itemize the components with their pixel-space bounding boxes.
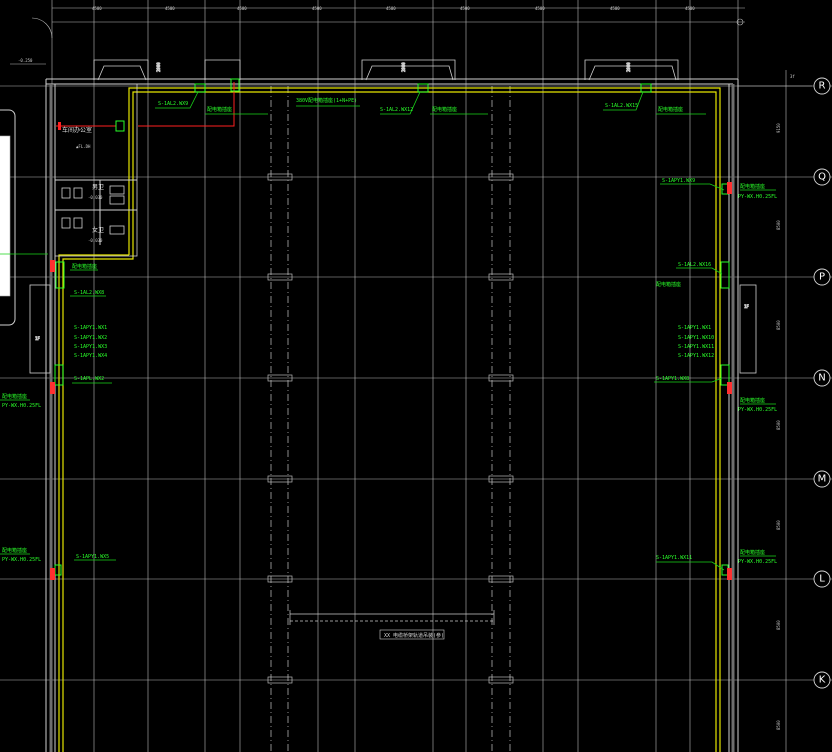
svg-text:2000: 2000 bbox=[626, 62, 631, 72]
label-left-1: 配电箱插座 bbox=[72, 263, 97, 270]
svg-text:8500: 8500 bbox=[776, 520, 781, 530]
right-dimension-line: 9150 8500 8500 8500 8500 8500 8500 3f bbox=[776, 70, 795, 752]
axis-bubble-m: M bbox=[813, 470, 831, 488]
label-right-n2: S-1APY1.WX10 bbox=[678, 335, 714, 341]
label-left-n1: S-1APY1.WX1 bbox=[74, 325, 107, 331]
callout-right-l: 配电箱插座 bbox=[740, 549, 765, 556]
note-top-c: 配电箱插座 bbox=[658, 106, 683, 113]
svg-text:4500: 4500 bbox=[237, 6, 247, 11]
svg-text:3f: 3f bbox=[790, 74, 795, 79]
label-left-1b: S-1AL2.WX8 bbox=[74, 290, 104, 296]
devices bbox=[54, 78, 730, 576]
svg-text:9150: 9150 bbox=[776, 123, 781, 133]
column-markers bbox=[267, 173, 514, 684]
axis-bubble-p: P bbox=[813, 268, 831, 286]
svg-text:4500: 4500 bbox=[685, 6, 695, 11]
label-leaders bbox=[0, 91, 776, 571]
svg-text:2000: 2000 bbox=[401, 62, 406, 72]
svg-text:4500: 4500 bbox=[165, 6, 175, 11]
svg-text:4500: 4500 bbox=[312, 6, 322, 11]
svg-text:P: P bbox=[819, 272, 825, 283]
crane-rail bbox=[289, 610, 495, 640]
svg-text:-0.030: -0.030 bbox=[88, 195, 103, 200]
label-left-n3: S-1APY1.WX3 bbox=[74, 344, 107, 350]
socket-symbols bbox=[50, 182, 732, 580]
label-left-n4: S-1APY1.WX4 bbox=[74, 353, 107, 359]
cable-tray bbox=[58, 87, 721, 752]
svg-text:1F: 1F bbox=[744, 304, 749, 309]
svg-text:-0.030: -0.030 bbox=[88, 238, 103, 243]
svg-text:8500: 8500 bbox=[776, 720, 781, 730]
svg-text:8500: 8500 bbox=[776, 320, 781, 330]
label-right-n5: S-1APY1.WX8 bbox=[656, 376, 689, 382]
svg-text:L: L bbox=[819, 574, 825, 585]
crane-rail-label: XX 电缆桥架轨道吊装(参) bbox=[384, 632, 444, 639]
svg-text:4500: 4500 bbox=[92, 6, 102, 11]
svg-text:2000: 2000 bbox=[156, 62, 161, 72]
svg-text:4500: 4500 bbox=[460, 6, 470, 11]
axis-bubble-l: L bbox=[813, 570, 831, 588]
svg-text:1F: 1F bbox=[35, 336, 40, 341]
svg-text:4500: 4500 bbox=[535, 6, 545, 11]
room-office-label: 车间办公室 bbox=[62, 126, 92, 134]
callout-right-q-note: PY-WX.H0.25FL bbox=[738, 194, 777, 200]
callout-right-l-note: PY-WX.H0.25FL bbox=[738, 559, 777, 565]
svg-text:N: N bbox=[818, 373, 825, 384]
label-left-l: S-1APY1.WX5 bbox=[76, 554, 109, 560]
label-left-n2: S-1APY1.WX2 bbox=[74, 335, 107, 341]
axis-bubble-k: K bbox=[813, 671, 831, 689]
label-right-1: S-1APY1.WX9 bbox=[662, 178, 695, 184]
axis-bubbles: R Q P N M L K bbox=[738, 77, 831, 689]
note-top: 380V配电箱插座(1+N+PE) bbox=[296, 97, 357, 104]
svg-text:8500: 8500 bbox=[776, 620, 781, 630]
room-toilet-upper-label: 男卫 bbox=[92, 184, 104, 191]
svg-text:▲FL.DH: ▲FL.DH bbox=[76, 144, 91, 149]
roof-outlines: 2000 2000 2000 bbox=[93, 59, 679, 81]
label-top-2: S-1AL2.WX12 bbox=[380, 107, 413, 113]
svg-text:4500: 4500 bbox=[386, 6, 396, 11]
callout-left-l-note: PY-WX.H0.25FL bbox=[2, 557, 41, 563]
svg-text:-0.250: -0.250 bbox=[18, 58, 33, 63]
label-top-3: S-1AL2.WX15 bbox=[605, 103, 638, 109]
label-right-p: S-1AL2.WX16 bbox=[678, 262, 711, 268]
note-top-a: 配电箱插座 bbox=[207, 106, 232, 113]
beam-lines bbox=[270, 86, 511, 752]
svg-text:R: R bbox=[819, 81, 826, 92]
svg-text:8500: 8500 bbox=[776, 220, 781, 230]
note-right-p: 配电箱插座 bbox=[656, 281, 681, 288]
label-right-n1: S-1APY1.WX1 bbox=[678, 325, 711, 331]
axis-bubble-n: N bbox=[813, 369, 831, 387]
callout-left-n-note: PY-WX.H0.25FL bbox=[2, 403, 41, 409]
svg-text:8500: 8500 bbox=[776, 420, 781, 430]
office-block: -0.250 bbox=[10, 17, 138, 257]
red-circuit bbox=[56, 82, 235, 130]
axis-bubble-q: Q bbox=[813, 168, 831, 186]
callout-left-n: 配电箱插座 bbox=[2, 393, 27, 400]
room-toilet-lower-label: 女卫 bbox=[92, 226, 104, 234]
axis-bubble-r: R bbox=[813, 77, 831, 95]
label-top-1: S-1AL2.WX9 bbox=[158, 101, 188, 107]
label-right-n3: S-1APY1.WX11 bbox=[678, 344, 714, 350]
svg-text:M: M bbox=[818, 474, 827, 485]
exterior-walls bbox=[45, 78, 739, 752]
door-notches: 1F 1F bbox=[29, 284, 757, 374]
label-right-l: S-1APY1.WX11 bbox=[656, 555, 692, 561]
callout-left-l: 配电箱插座 bbox=[2, 547, 27, 554]
svg-text:Q: Q bbox=[818, 172, 826, 183]
svg-text:K: K bbox=[819, 675, 826, 686]
label-left-n5: S-1APL.WX2 bbox=[74, 376, 104, 382]
top-dimension-line: 4500 4500 4500 4500 4500 4500 4500 4500 … bbox=[52, 6, 745, 26]
callout-right-q: 配电箱插座 bbox=[740, 183, 765, 190]
note-top-b: 配电箱插座 bbox=[432, 106, 457, 113]
callout-right-n: 配电箱插座 bbox=[740, 397, 765, 404]
callout-right-n-note: PY-WX.H0.25FL bbox=[738, 407, 777, 413]
left-window-frame bbox=[0, 109, 16, 326]
label-right-n4: S-1APY1.WX12 bbox=[678, 353, 714, 359]
svg-text:4500: 4500 bbox=[610, 6, 620, 11]
